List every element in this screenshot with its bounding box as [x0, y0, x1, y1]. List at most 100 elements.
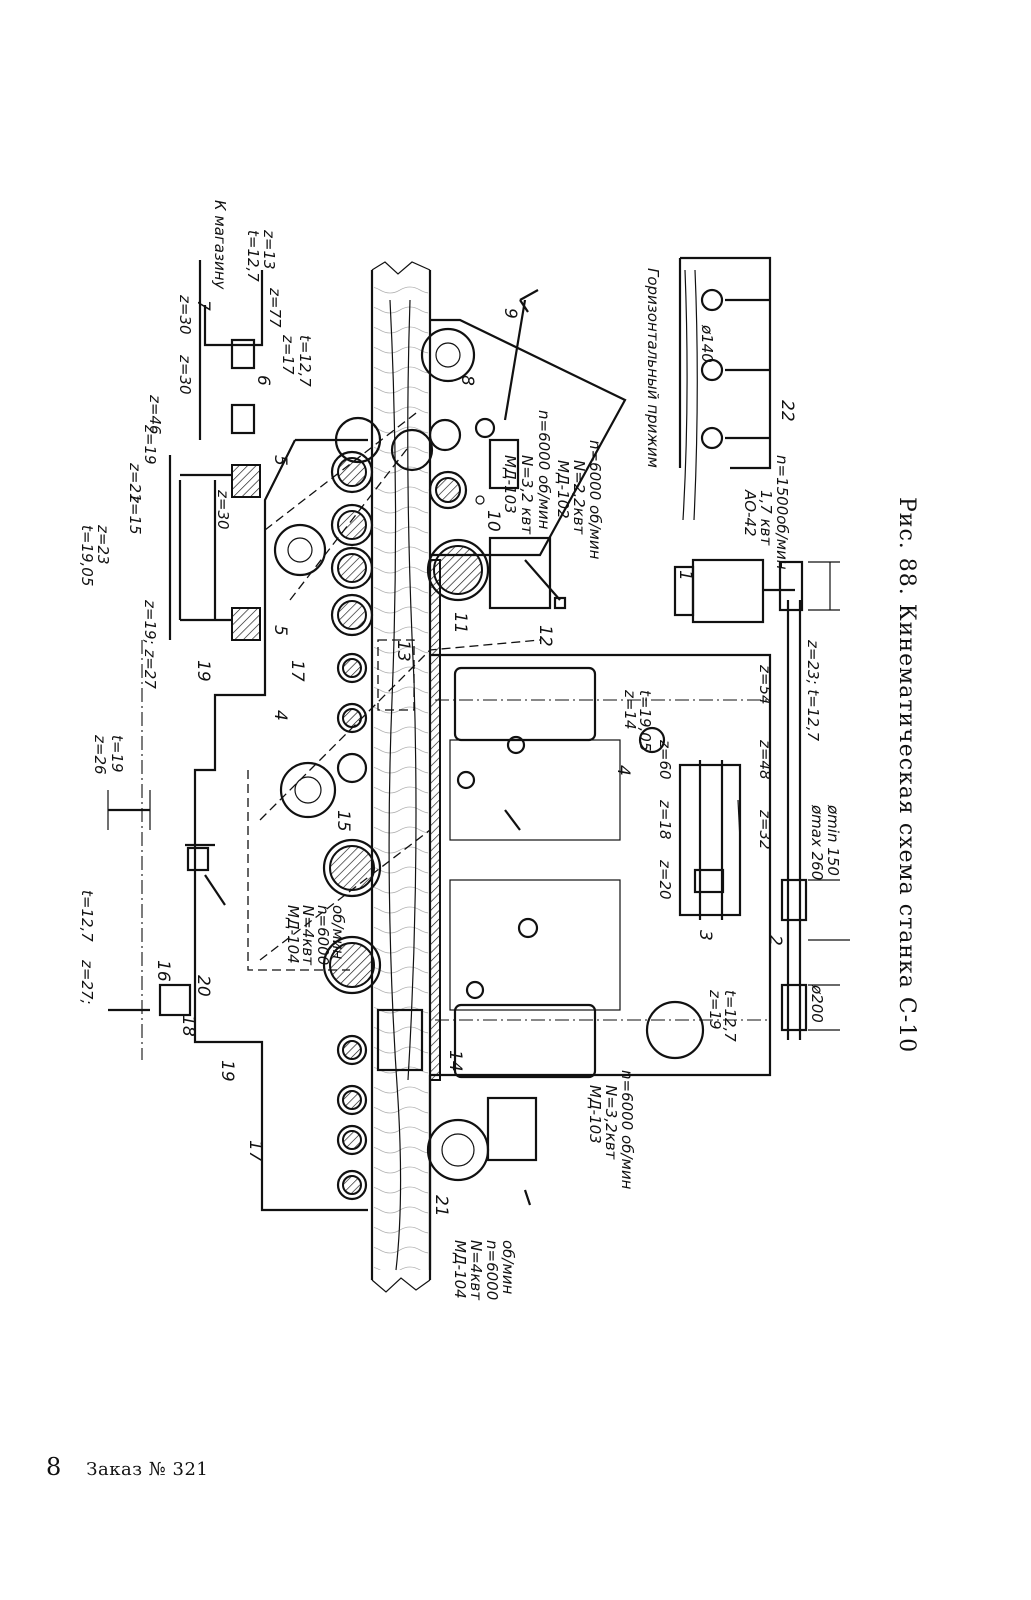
motor-md102-speed: n=6000 об/мин [586, 440, 604, 560]
gear-label: z=60 [656, 739, 674, 780]
unit-13 [377, 639, 415, 711]
pulley-140-label: ø140 [698, 324, 716, 363]
gear-label: z=26 [91, 734, 109, 775]
gear-label: z=46 [146, 394, 164, 435]
position-3: 3 [695, 930, 715, 941]
position-22: 22 [777, 400, 797, 422]
pulley-200-label: ø200 [808, 984, 826, 1023]
cutter-heads [390, 327, 552, 1182]
vertical-spindle-units [435, 666, 770, 1079]
motor-ao42-power: 1,7 квт [757, 490, 775, 547]
pulley-labels: ø140 ømax 260 ømin 150 ø200 [698, 324, 842, 1023]
main-motor-drive [645, 558, 850, 1060]
gear-label: t=12,7 [78, 890, 96, 942]
chain-path [259, 409, 541, 961]
gear-label: z=23 [94, 524, 112, 565]
gear-label: z=20 [656, 859, 674, 900]
position-10: 10 [483, 510, 503, 532]
order-number: Заказ № 321 [86, 1459, 209, 1480]
gear-label: t=19,05 [636, 690, 654, 751]
gear-label: z=48 [756, 739, 774, 780]
horizontal-clamp-label: Горизонтальный прижим [644, 268, 662, 468]
position-5: 5 [270, 455, 290, 466]
motor-md102-power: N=2,2квт [570, 460, 588, 536]
position-8: 8 [457, 375, 477, 386]
gear-label: z=77 [266, 287, 284, 328]
handwheels [204, 289, 567, 1206]
gear-label: z=32 [756, 809, 774, 850]
position-6: 6 [253, 375, 273, 386]
position-14: 14 [445, 1050, 465, 1072]
gear-label: z=19; z=27 [141, 599, 159, 689]
page-footer: 8 Заказ № 321 [46, 1453, 208, 1481]
frame-outline [247, 770, 350, 971]
motor-md104b-unit: об/мин [499, 1240, 517, 1295]
pulley-min-label: ømin 150 [824, 804, 842, 876]
motor-md104b-type: МД-104 [451, 1240, 469, 1299]
gear-label: z=21 [126, 462, 144, 503]
motor-md103b-power: N=3,2квт [602, 1085, 620, 1161]
position-4: 4 [270, 710, 290, 721]
motor-labels: АО-42 1,7 квт n=1500об/мин МД-103 N=3,2 … [284, 410, 791, 1301]
position-5b: 5 [270, 625, 290, 636]
position-12: 12 [535, 625, 555, 647]
position-4b: 4 [613, 765, 633, 776]
motor-ao42-type: АО-42 [741, 489, 759, 537]
motor-md103-speed: n=6000 об/мин [535, 410, 553, 530]
chain-drive [107, 260, 261, 1060]
label-to-magazine: К магазину [211, 200, 229, 291]
motor-md104-speed: n=6000 [314, 905, 332, 965]
gear-labels: К магазину z=13 t=12,7 z=77 z=17 t=12,7 … [78, 200, 822, 1042]
position-18: 18 [178, 1015, 198, 1037]
position-9: 9 [500, 308, 520, 319]
position-20: 20 [193, 975, 213, 997]
motor-md103-power: N=3,2 квт [518, 455, 536, 535]
position-17b: 17 [245, 1140, 265, 1162]
motor-md104-power: N=4квт [299, 905, 317, 966]
position-15: 15 [333, 810, 353, 832]
gear-label: z=15 [126, 494, 144, 535]
motor-md104-unit: об/мин [329, 905, 347, 960]
gear-label: t=12,7 [721, 990, 739, 1042]
machine-frame [193, 256, 772, 1270]
page-number: 8 [46, 1453, 62, 1481]
gear-label: z=19 [141, 424, 159, 465]
motor-md104b-power: N=4квт [467, 1240, 485, 1301]
position-21: 21 [431, 1195, 451, 1217]
pulley-max-label: ømax 260 [808, 804, 826, 880]
gear-label: t=19 [108, 735, 126, 773]
feed-rollers [273, 416, 382, 1201]
motor-md103-type: МД-103 [501, 455, 519, 514]
gear-label: z=14 [621, 689, 639, 730]
motor-md104b-speed: n=6000 [483, 1240, 501, 1300]
motor-md103b-type: МД-103 [586, 1085, 604, 1144]
motor-md104-type: МД-104 [284, 905, 302, 964]
gear-label: z=18 [656, 799, 674, 840]
position-16: 16 [153, 960, 173, 982]
gear-label: z=27; [78, 959, 96, 1005]
gear-label: z=30 [176, 354, 194, 395]
gear-label: z=13 [260, 229, 278, 270]
gear-label: z=17 [279, 334, 297, 375]
gear-label: t=19,05 [78, 525, 96, 586]
position-13: 13 [393, 640, 413, 662]
gear-label: z=19 [706, 989, 724, 1030]
gear-label: t=12,7 [296, 335, 314, 387]
unit-14 [376, 1008, 424, 1072]
motor-ao42-speed: n=1500об/мин [773, 455, 791, 570]
position-1: 1 [675, 570, 695, 581]
figure-caption: Рис. 88. Кинематическая схема станка С-1… [894, 497, 919, 1053]
position-19b: 19 [217, 1060, 237, 1082]
position-19: 19 [193, 660, 213, 682]
position-11: 11 [450, 612, 470, 634]
workpiece-board [370, 261, 432, 1293]
gear-label: z=30 [176, 294, 194, 335]
position-7: 7 [193, 300, 213, 311]
position-2: 2 [765, 935, 785, 946]
motor-md103b-speed: n=6000 об/мин [618, 1070, 636, 1190]
gearbox [638, 726, 742, 920]
gear-label: t=12,7 [244, 230, 262, 282]
guide-fence [429, 559, 441, 1081]
gear-label: z=30 [214, 489, 232, 530]
